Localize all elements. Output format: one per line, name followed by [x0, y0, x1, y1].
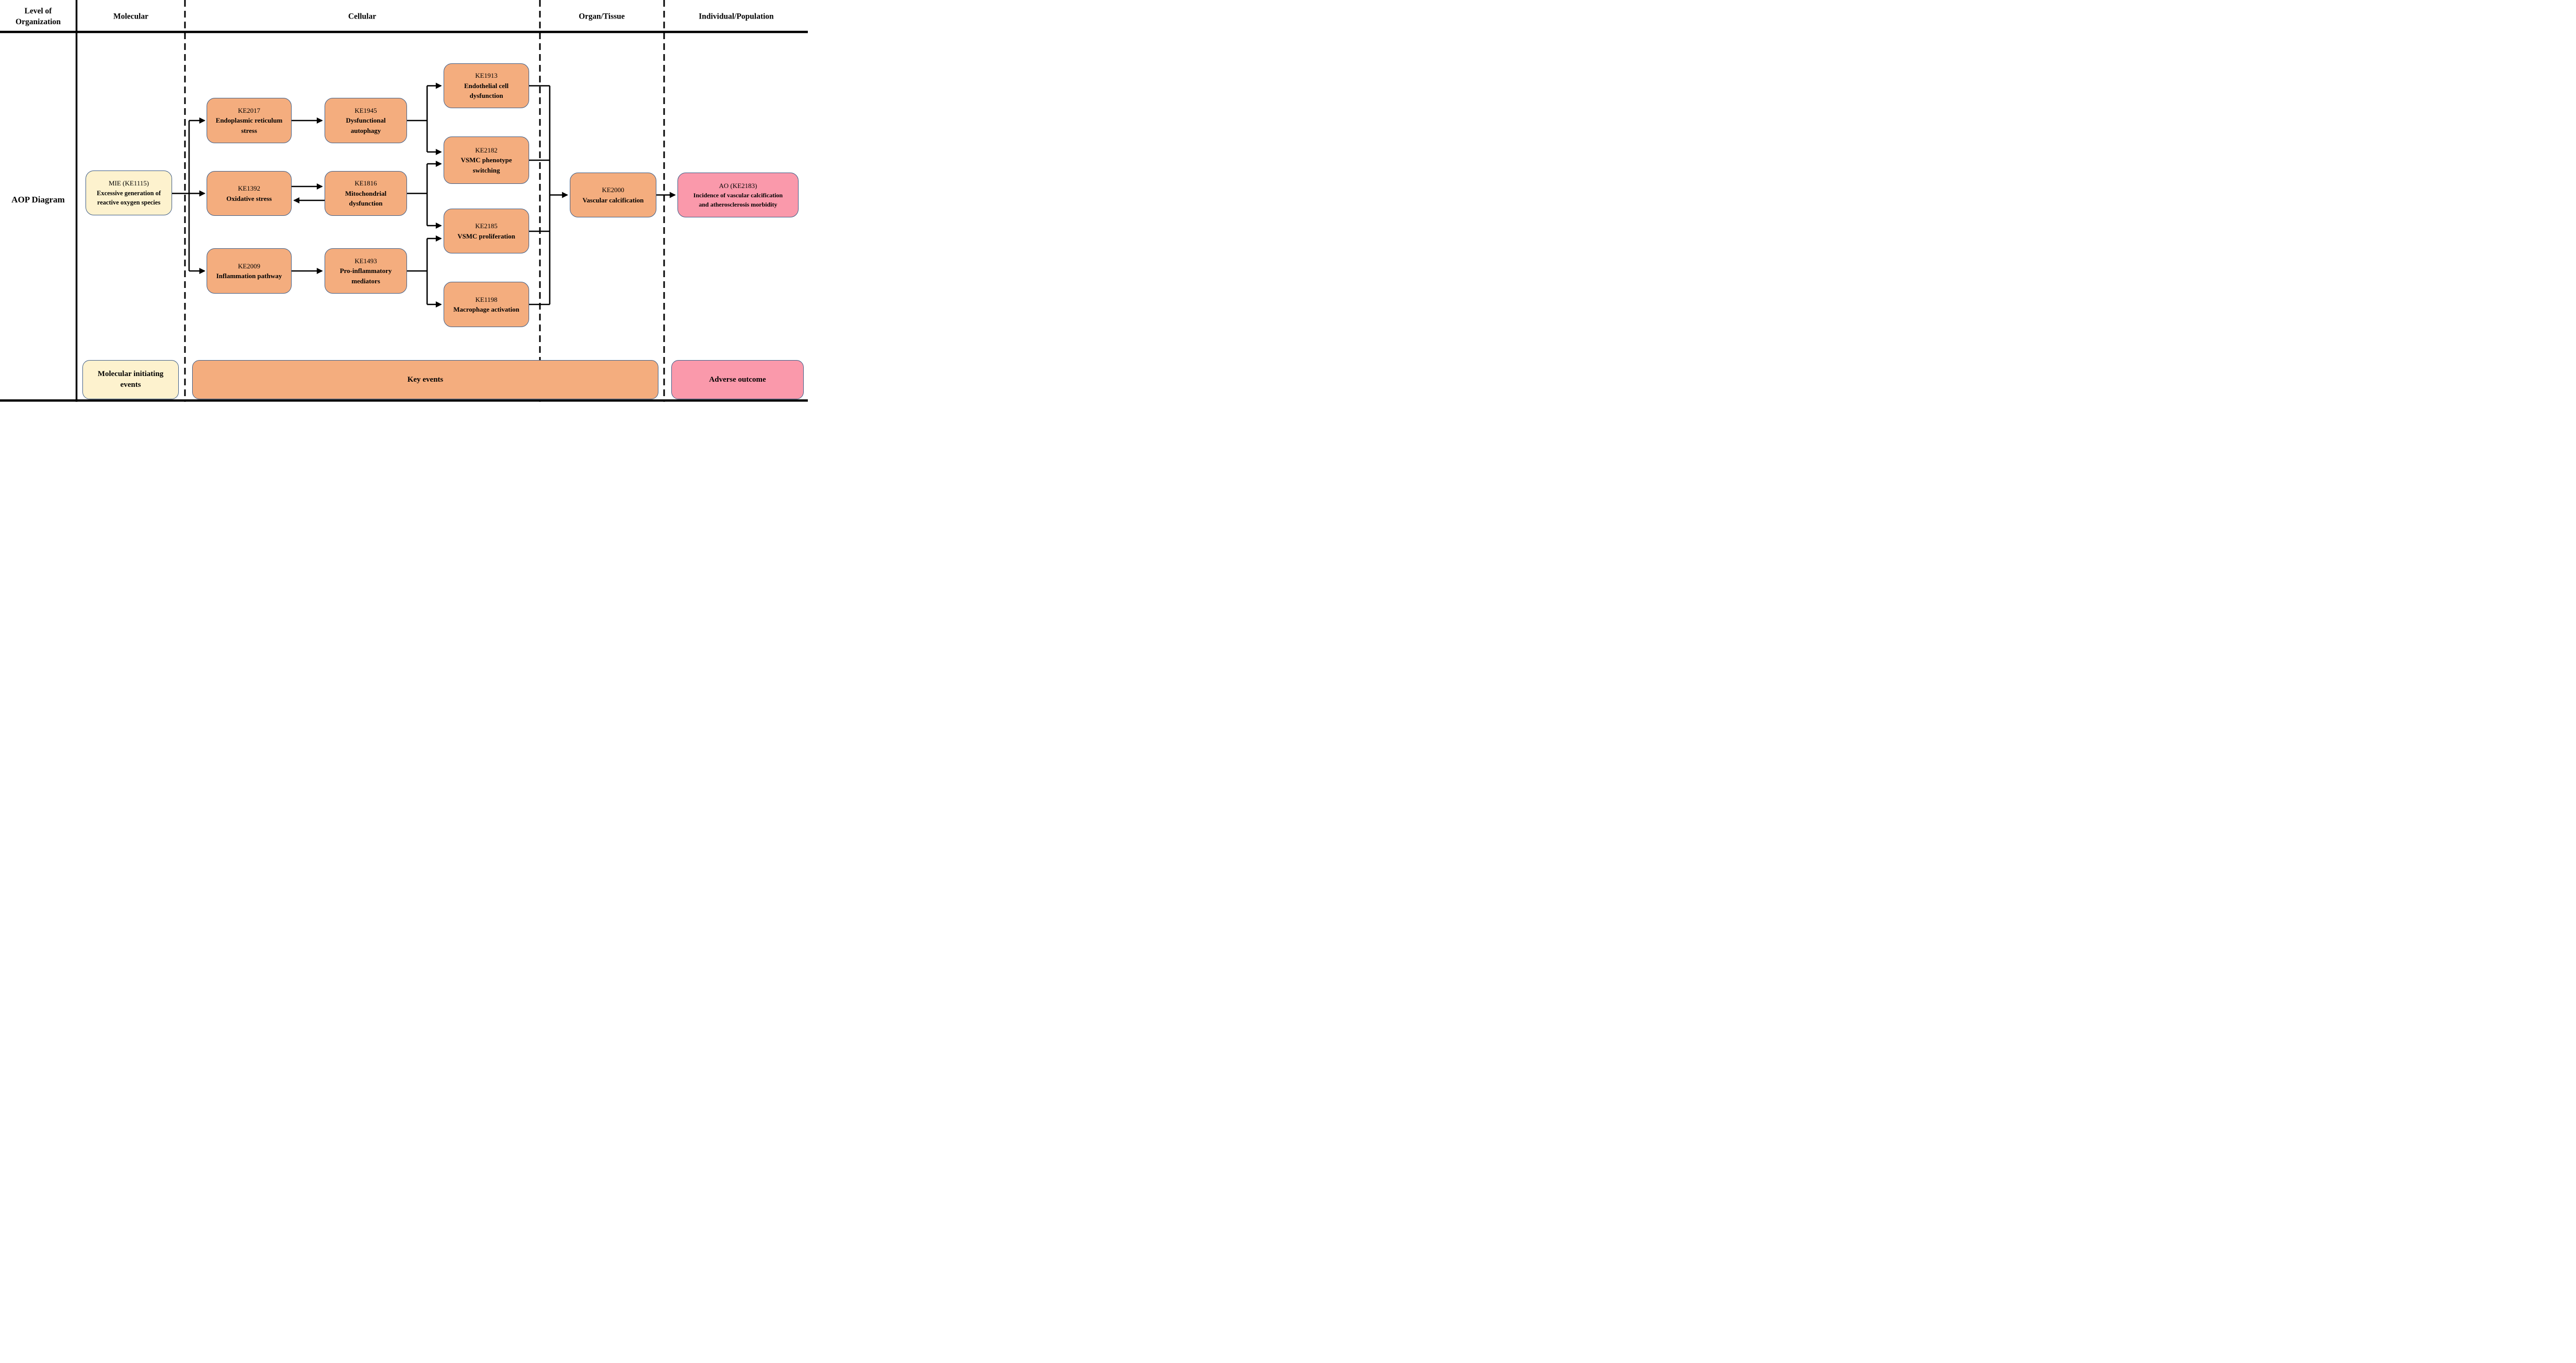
node-code: KE1198 [475, 295, 498, 303]
legend-key-events: Key events [192, 360, 658, 399]
node-ke2000: KE2000 Vascular calcification [570, 173, 656, 217]
node-mie: MIE (KE1115) Excessive generation of rea… [86, 171, 172, 215]
grid-rules [0, 0, 808, 402]
node-ao: AO (KE2183) Incidence of vascular calcif… [677, 173, 799, 217]
node-code: MIE (KE1115) [108, 179, 149, 187]
node-ke2017: KE2017 Endoplasmic reticulum stress [207, 98, 292, 143]
node-ke2182: KE2182 VSMC phenotype switching [444, 137, 529, 184]
node-code: KE2182 [475, 146, 498, 154]
node-code: KE2185 [475, 222, 498, 230]
node-code: KE2017 [238, 106, 261, 114]
node-code: KE2000 [602, 186, 624, 194]
node-ke1816: KE1816 Mitochondrial dysfunction [325, 171, 407, 216]
row-label-aop-diagram: AOP Diagram [11, 195, 65, 205]
node-label: Endoplasmic reticulum stress [215, 116, 283, 134]
node-label: Excessive generation of reactive oxygen … [96, 189, 161, 207]
header-column-cellular: Cellular [348, 12, 377, 21]
node-label: Dysfunctional autophagy [346, 116, 386, 134]
node-ke1913: KE1913 Endothelial cell dysfunction [444, 63, 529, 108]
node-label: Oxidative stress [226, 194, 272, 202]
node-ke2185: KE2185 VSMC proliferation [444, 209, 529, 253]
node-code: KE1816 [354, 179, 377, 188]
node-code: KE1392 [238, 184, 261, 192]
node-code: KE1913 [475, 72, 498, 80]
node-ke1945: KE1945 Dysfunctional autophagy [325, 98, 407, 143]
node-label: VSMC phenotype switching [461, 156, 512, 174]
node-code: AO (KE2183) [719, 181, 757, 190]
header-column-individual-population: Individual/Population [699, 12, 774, 21]
node-label: Mitochondrial dysfunction [345, 189, 387, 208]
node-label: Incidence of vascular calcification and … [693, 192, 783, 209]
connector-layer [0, 0, 808, 402]
node-ke2009: KE2009 Inflammation pathway [207, 248, 292, 294]
header-row-label: Level of Organization [15, 7, 61, 26]
node-ke1493: KE1493 Pro-inflammatory mediators [325, 248, 407, 294]
node-label: Pro-inflammatory mediators [340, 267, 392, 285]
node-code: KE1493 [354, 257, 377, 265]
node-label: Vascular calcification [582, 196, 644, 204]
node-ke1392: KE1392 Oxidative stress [207, 171, 292, 216]
edges [172, 82, 676, 308]
node-label: Inflammation pathway [216, 272, 282, 280]
aop-diagram: Level of Organization Molecular Cellular… [0, 0, 808, 402]
node-label: VSMC proliferation [457, 232, 516, 240]
node-label: Macrophage activation [453, 305, 519, 313]
node-code: KE2009 [238, 262, 261, 270]
node-code: KE1945 [354, 106, 377, 114]
node-label: Endothelial cell dysfunction [464, 81, 509, 100]
legend-adverse-outcome: Adverse outcome [671, 360, 804, 399]
header-column-organ-tissue: Organ/Tissue [579, 12, 625, 21]
node-ke1198: KE1198 Macrophage activation [444, 282, 529, 327]
header-column-molecular: Molecular [113, 12, 149, 21]
legend-molecular-initiating-events: Molecular initiating events [82, 360, 179, 399]
